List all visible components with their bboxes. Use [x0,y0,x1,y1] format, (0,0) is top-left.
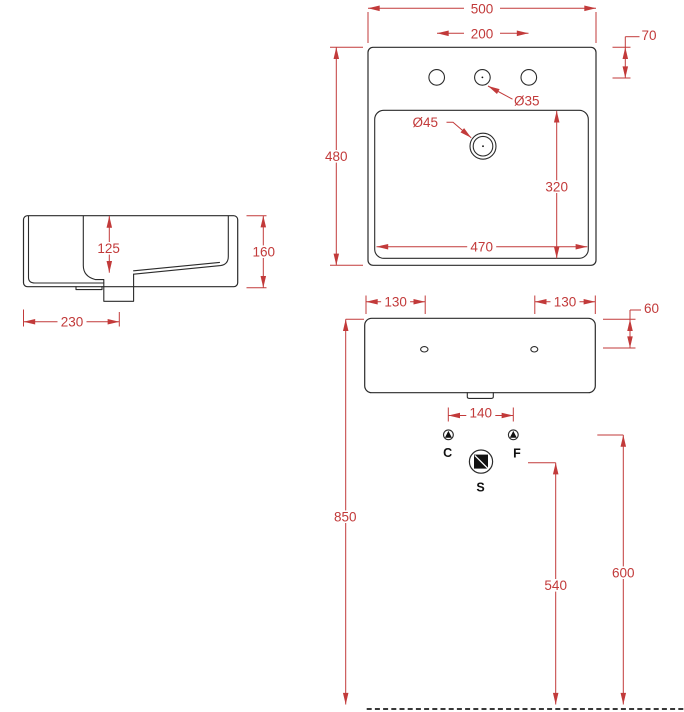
dim-basin-inner-depth: 320 [545,180,568,195]
faucet-hole-right [520,69,538,86]
fixing-hole-right [530,346,539,353]
leader-dia45 [446,121,472,139]
inner-back-wall [27,215,105,284]
top-view: 500 200 70 Ø35 Ø45 480 320 470 [321,1,657,266]
dim-rim-height: 850 [334,510,357,525]
drain-hole-outer [469,132,497,160]
side-view: 125 160 230 [22,215,279,330]
front-outline [364,317,596,394]
connection-c-label: C [443,446,452,460]
fixing-hole-left [420,346,429,353]
dim-supply-height: 600 [612,566,635,581]
sink-outline [367,46,597,266]
dim-basin-inner-width: 470 [470,240,493,255]
waste-s-icon [468,449,494,474]
drain-stub [466,392,494,399]
dim-overall-width: 500 [471,1,494,16]
front-view-linework [364,317,684,710]
side-view-dimensions: 125 160 230 [23,215,279,330]
front-view: C F S 130 130 [330,295,684,710]
connection-f-label: F [513,447,521,461]
side-view-linework [22,215,239,302]
dim-faucet-hole-diameter: Ø35 [514,94,540,109]
dim-supply-spacing: 140 [470,406,493,421]
dim-overall-depth: 480 [325,149,348,164]
dim-waste-height: 540 [544,578,567,593]
faucet-hole-center [474,69,491,86]
dim-fixing-left: 130 [384,295,407,310]
basin-slope-and-front-wall [133,215,229,275]
center-mark [481,76,484,79]
faucet-hole-left [428,69,446,86]
dim-overall-height: 160 [253,245,276,260]
connection-f-icon [507,429,519,441]
center-mark [482,145,484,148]
drain-hole-inner [472,135,494,157]
dim-hole-offset: 70 [642,28,657,43]
front-view-dimensions: 130 130 60 140 850 540 [330,295,659,705]
top-view-linework [367,46,597,266]
top-view-dimensions: 500 200 70 Ø35 Ø45 480 320 470 [321,1,657,266]
dim-drain-distance: 230 [61,315,84,330]
leader-dia35 [487,85,513,100]
waste-s-label: S [476,481,484,495]
basin-section-and-drain [82,215,135,302]
dim-drain-diameter: Ø45 [413,115,439,130]
dim-fixing-right: 130 [554,295,577,310]
basin-slope-top-line [133,261,221,272]
mounting-pad [75,286,103,291]
connection-c-icon [442,429,454,441]
connection-symbols: C F S [442,429,521,495]
side-outline [22,215,239,288]
dim-hole-spacing: 200 [471,26,494,41]
dim-basin-depth: 125 [97,241,120,256]
dim-fixing-offset: 60 [644,301,659,316]
basin-outline [374,109,589,259]
